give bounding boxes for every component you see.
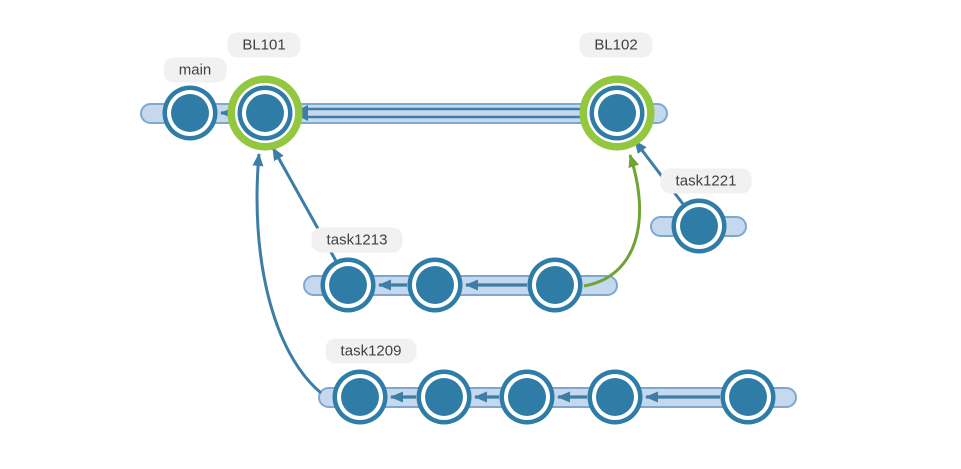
- commit-node-task1221-1: [680, 207, 718, 245]
- commit-node-task1209-1: [341, 378, 379, 416]
- branch-track-task1209: [318, 387, 797, 408]
- commit-node-task1209-5: [729, 378, 767, 416]
- branch-label-main: main: [163, 57, 227, 83]
- branch-label-task1221: task1221: [660, 168, 752, 194]
- commit-node-bl102: [598, 94, 636, 132]
- commit-node-task1209-3: [508, 378, 546, 416]
- branch-label-bl102: BL102: [579, 32, 653, 58]
- commit-node-task1213-1: [329, 266, 367, 304]
- branch-label-bl101: BL101: [227, 32, 301, 58]
- edge-merge-task1213-to-bl102: [583, 154, 642, 288]
- commit-node-task1213-3: [536, 266, 574, 304]
- edge-task1209-to-bl101: [252, 153, 322, 395]
- branch-label-task1209: task1209: [325, 338, 417, 364]
- commit-node-main: [171, 94, 209, 132]
- commit-node-task1209-4: [596, 378, 634, 416]
- commit-node-bl101: [246, 94, 284, 132]
- commit-node-task1209-2: [425, 378, 463, 416]
- commit-node-task1213-2: [416, 266, 454, 304]
- branch-track-main: [140, 103, 668, 124]
- branch-label-task1213: task1213: [311, 227, 403, 253]
